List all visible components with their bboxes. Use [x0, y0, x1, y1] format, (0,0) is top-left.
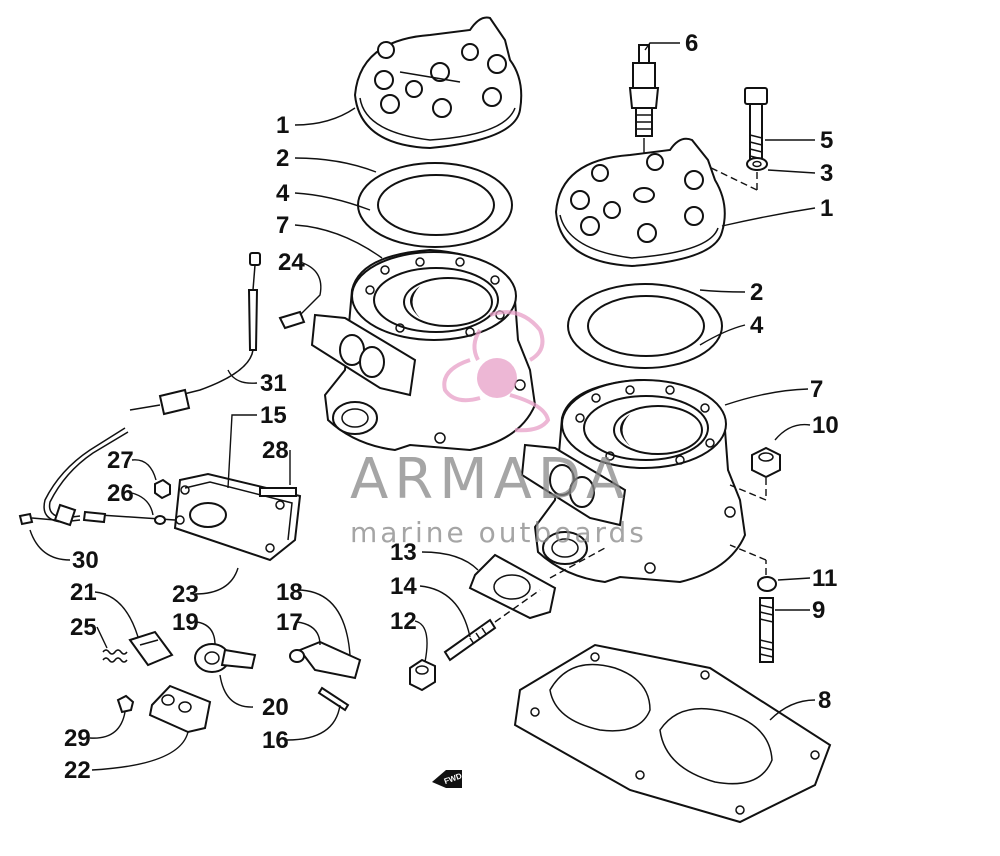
callout-label: 11 — [812, 565, 837, 592]
valve-body — [289, 640, 362, 680]
exhaust-valve-housing — [84, 472, 302, 562]
callout-label: 31 — [260, 370, 287, 397]
callout-label: 23 — [172, 581, 199, 608]
base-gasket — [513, 643, 832, 824]
callout-label: 10 — [812, 412, 839, 439]
callout-label: 17 — [276, 609, 303, 636]
valve-cap — [194, 643, 257, 673]
callout-label: 20 — [262, 694, 289, 721]
cover-screw — [116, 694, 135, 714]
cylinder-stud — [759, 597, 774, 663]
callout-label: 30 — [72, 547, 99, 574]
spark-plug — [628, 44, 660, 185]
callout-label: 7 — [276, 212, 289, 239]
callout-label: 12 — [390, 608, 417, 635]
small-screw — [154, 478, 171, 500]
cylinder-right — [520, 378, 747, 584]
bolt-washer — [704, 157, 768, 191]
valve-slide — [128, 630, 174, 667]
callout-numbers: 1 2 4 7 24 31 15 28 27 26 30 23 21 25 19… — [64, 30, 839, 784]
callout-label: 3 — [820, 160, 833, 187]
callout-label: 15 — [260, 402, 287, 429]
callout-label: 27 — [107, 447, 134, 474]
intake-gasket — [468, 547, 606, 620]
callout-label: 29 — [64, 725, 91, 752]
callout-label: 8 — [818, 687, 831, 714]
callout-label: 1 — [820, 195, 833, 222]
callout-label: 14 — [390, 573, 417, 600]
cylinder-head-right — [554, 137, 726, 268]
watermark: ARMADA marine outboards — [350, 310, 647, 549]
callout-label: 21 — [70, 579, 97, 606]
callout-label: 19 — [172, 609, 199, 636]
leader-lines — [29, 42, 816, 771]
watermark-brand: ARMADA — [350, 447, 630, 512]
callout-label: 2 — [276, 145, 289, 172]
callout-label: 7 — [810, 376, 823, 403]
callout-label: 24 — [278, 249, 305, 276]
cylinder-head-left — [353, 16, 523, 150]
small-washer — [154, 515, 166, 525]
callout-label: 22 — [64, 757, 91, 784]
valve-cover-plate — [148, 684, 212, 734]
callout-label: 28 — [262, 437, 289, 464]
callout-label: 13 — [390, 539, 417, 566]
dowel-pin — [278, 310, 306, 330]
callout-label: 9 — [812, 597, 825, 624]
housing-bolt — [18, 510, 107, 526]
cylinder-left — [310, 248, 537, 452]
callout-label: 26 — [107, 480, 134, 507]
valve-spring — [102, 649, 128, 663]
stud-washer — [729, 544, 777, 592]
flange-nut — [409, 658, 436, 692]
callout-label: 4 — [276, 180, 290, 207]
flange-bolt — [443, 589, 541, 662]
valve-pin — [317, 686, 350, 712]
head-bolt — [744, 87, 768, 163]
watermark-logo-icon — [442, 310, 551, 433]
watermark-tagline: marine outboards — [350, 516, 647, 549]
callout-label: 5 — [820, 127, 833, 154]
callout-label: 2 — [750, 279, 763, 306]
callout-label: 16 — [262, 727, 289, 754]
cylinder-nut — [729, 446, 781, 501]
head-gasket-left — [357, 162, 513, 248]
head-gasket-right — [567, 283, 723, 369]
callout-label: 1 — [276, 112, 289, 139]
callout-label: 6 — [685, 30, 698, 57]
callout-label: 25 — [70, 614, 97, 641]
callout-label: 18 — [276, 579, 303, 606]
callout-label: 4 — [750, 312, 764, 339]
fwd-arrow: FWD — [432, 770, 463, 788]
